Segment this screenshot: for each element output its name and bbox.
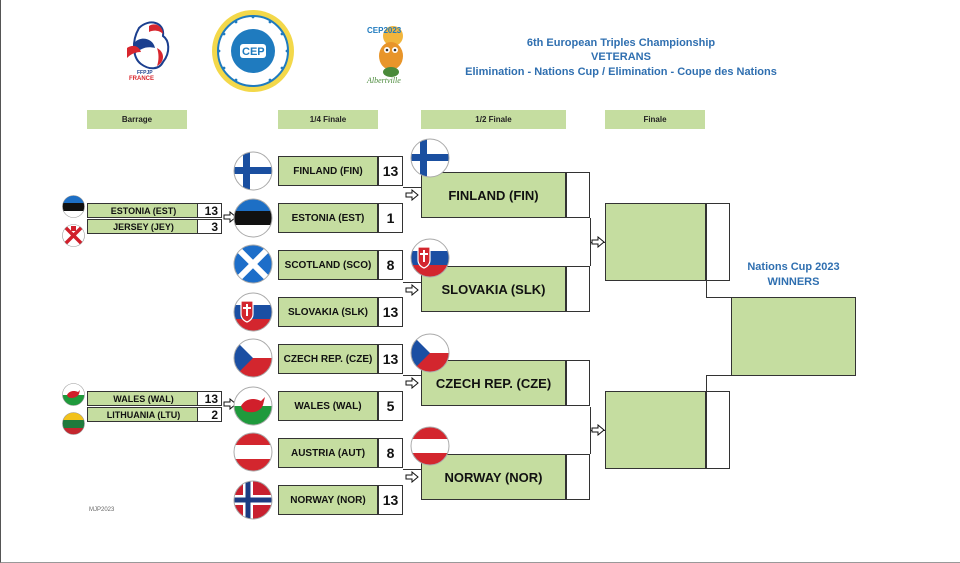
- title-line-3: Elimination - Nations Cup / Elimination …: [465, 66, 777, 78]
- connector-line: [403, 375, 421, 376]
- quarter-score-3: 8: [378, 250, 403, 280]
- quarter-score-5: 13: [378, 344, 403, 374]
- jersey-flag: [62, 224, 85, 247]
- barrage-score-1: 13: [197, 203, 222, 218]
- norway-flag: [233, 480, 273, 520]
- arrow-barrage-2: [223, 398, 237, 410]
- barrage-team-4: LITHUANIA (LTU): [87, 407, 200, 422]
- connector-line: [403, 187, 421, 188]
- connector-line: [706, 375, 731, 376]
- arrow-semi-1: [591, 236, 605, 248]
- quarter-team-3: SCOTLAND (SCO): [278, 250, 378, 280]
- connector-line: [706, 297, 731, 298]
- winners-title-1: Nations Cup 2023: [747, 261, 840, 273]
- semi-score-1: [566, 172, 590, 218]
- quarter-score-6: 5: [378, 391, 403, 421]
- quarter-team-8: NORWAY (NOR): [278, 485, 378, 515]
- finland-flag: [233, 151, 273, 191]
- quarter-score-4: 13: [378, 297, 403, 327]
- title-line-1: 6th European Triples Championship: [526, 37, 716, 49]
- quarter-score-2: 1: [378, 203, 403, 233]
- barrage-score-3: 13: [197, 391, 222, 406]
- quarter-team-1: FINLAND (FIN): [278, 156, 378, 186]
- wales-flag: [62, 383, 85, 406]
- final-score-2: [706, 391, 730, 469]
- cep2023-label: CEP2023: [367, 26, 402, 35]
- header-barrage: Barrage: [87, 110, 187, 129]
- finland-flag: [410, 138, 450, 178]
- semi-score-2: [566, 266, 590, 312]
- estonia-flag: [62, 195, 85, 218]
- barrage-team-3: WALES (WAL): [87, 391, 200, 406]
- czech-flag: [410, 333, 450, 373]
- quarter-score-1: 13: [378, 156, 403, 186]
- header-semi: 1/2 Finale: [421, 110, 566, 129]
- barrage-team-1: ESTONIA (EST): [87, 203, 200, 218]
- arrow-quarter-3: [405, 377, 419, 389]
- barrage-team-2: JERSEY (JEY): [87, 219, 200, 234]
- barrage-score-4: 2: [197, 407, 222, 422]
- quarter-team-4: SLOVAKIA (SLK): [278, 297, 378, 327]
- winners-title-2: WINNERS: [767, 276, 820, 288]
- connector-line: [706, 281, 707, 298]
- semi-team-4: NORWAY (NOR): [421, 454, 566, 500]
- final-score-1: [706, 203, 730, 281]
- arrow-barrage-1: [223, 211, 237, 223]
- final-team-2: [605, 391, 706, 469]
- slovakia-flag: [410, 238, 450, 278]
- albertville-label: Albertville: [367, 76, 401, 85]
- quarter-team-6: WALES (WAL): [278, 391, 378, 421]
- ffpjp-logo: FFPJP FRANCE: [119, 18, 181, 84]
- estonia-flag: [233, 198, 273, 238]
- quarter-score-8: 13: [378, 485, 403, 515]
- header-quarter: 1/4 Finale: [278, 110, 378, 129]
- connector-line: [706, 375, 707, 391]
- quarter-team-5: CZECH REP. (CZE): [278, 344, 378, 374]
- arrow-semi-2: [591, 424, 605, 436]
- winner-box: [731, 297, 856, 376]
- arrow-quarter-4: [405, 471, 419, 483]
- semi-team-3: CZECH REP. (CZE): [421, 360, 566, 406]
- austria-flag: [233, 432, 273, 472]
- cep-logo: CEP: [210, 8, 296, 94]
- slovakia-flag: [233, 292, 273, 332]
- austria-flag: [410, 426, 450, 466]
- wales-flag: [233, 386, 273, 426]
- footer-code: MJP2023: [89, 507, 115, 513]
- cep-label: CEP: [242, 46, 265, 58]
- semi-score-3: [566, 360, 590, 406]
- arrow-quarter-2: [405, 284, 419, 296]
- barrage-score-2: 3: [197, 219, 222, 234]
- ffpjp-label: FFPJP: [137, 70, 153, 76]
- title-line-2: VETERANS: [591, 51, 651, 63]
- semi-team-2: SLOVAKIA (SLK): [421, 266, 566, 312]
- arrow-quarter-1: [405, 189, 419, 201]
- czech-flag: [233, 338, 273, 378]
- header-final: Finale: [605, 110, 705, 129]
- scotland-flag: [233, 244, 273, 284]
- final-team-1: [605, 203, 706, 281]
- quarter-score-7: 8: [378, 438, 403, 468]
- lithuania-flag: [62, 412, 85, 435]
- quarter-team-2: ESTONIA (EST): [278, 203, 378, 233]
- cep2023-logo: CEP2023 Albertville: [361, 20, 419, 88]
- semi-score-4: [566, 454, 590, 500]
- quarter-team-7: AUSTRIA (AUT): [278, 438, 378, 468]
- connector-line: [403, 282, 421, 283]
- france-label: FRANCE: [129, 76, 154, 82]
- connector-line: [403, 469, 421, 470]
- semi-team-1: FINLAND (FIN): [421, 172, 566, 218]
